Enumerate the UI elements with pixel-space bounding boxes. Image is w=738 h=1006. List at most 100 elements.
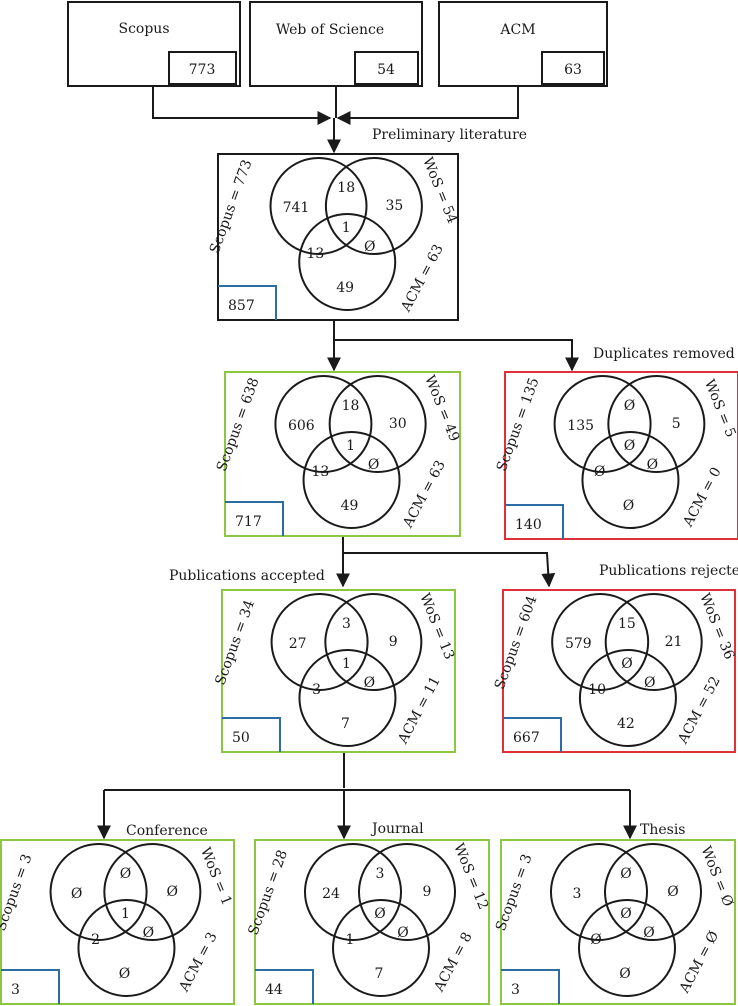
venn-circle-acm	[77, 899, 176, 997]
venn-value-w: 9	[389, 634, 398, 650]
venn-circle-acm	[298, 649, 397, 747]
venn-total-box	[503, 717, 562, 752]
caption-thesis: Thesis	[640, 822, 686, 838]
venn-value-swa: Ø	[374, 906, 385, 922]
caption-conference: Conference	[126, 823, 208, 839]
venn-circle-wos	[358, 843, 456, 941]
venn-circle-scopus	[269, 157, 368, 255]
venn-value-wa: Ø	[143, 925, 154, 941]
venn-value-a: Ø	[119, 966, 130, 982]
venn-value-sa: 1	[346, 932, 355, 948]
venn-value-sa: 13	[311, 464, 329, 480]
venn-total-box	[225, 501, 284, 536]
venn-value-s: 3	[573, 886, 582, 902]
venn-circle-acm	[578, 649, 677, 747]
venn-circle-acm	[581, 431, 680, 529]
venn-value-s: Ø	[71, 886, 82, 902]
venn-value-sa: 3	[312, 682, 321, 698]
venn-total-box	[222, 717, 281, 752]
venn-frame	[502, 589, 736, 753]
venn-value-wa: Ø	[397, 925, 408, 941]
venn-value-a: 7	[341, 716, 350, 732]
caption-publications-rejected: Publications rejected	[599, 563, 738, 579]
venn-value-s: 27	[289, 636, 307, 652]
venn-circle-wos	[324, 593, 423, 691]
venn-circle-scopus	[553, 375, 652, 473]
venn-value-wa: Ø	[643, 925, 654, 941]
venn-total-value: 44	[265, 982, 283, 998]
venn-frame	[0, 839, 235, 1005]
caption-preliminary-literature: Preliminary literature	[372, 127, 527, 143]
venn-value-swa: 1	[342, 656, 351, 672]
source-connectors	[152, 86, 519, 154]
venn-circle-wos	[324, 157, 423, 255]
venn-circle-wos	[604, 843, 702, 941]
venn-total-value: 3	[11, 982, 20, 998]
venn-value-sa: 13	[307, 246, 325, 262]
venn-value-swa: 1	[342, 220, 351, 236]
venn-value-a: 49	[341, 498, 359, 514]
venn-value-w: Ø	[667, 884, 678, 900]
venn-value-a: 7	[375, 966, 384, 982]
caption-publications-accepted: Publications accepted	[169, 568, 325, 584]
venn-value-a: Ø	[619, 966, 630, 982]
venn-value-wa: Ø	[368, 457, 379, 473]
venn-value-a: 42	[617, 716, 635, 732]
venn-value-sw: Ø	[620, 866, 631, 882]
venn-total-box	[255, 969, 314, 1004]
venn-value-w: Ø	[167, 884, 178, 900]
venn-value-sw: 15	[618, 616, 636, 632]
venn-value-wa: Ø	[644, 675, 655, 691]
venn-value-wa: Ø	[647, 457, 658, 473]
venn-total-box	[1, 969, 60, 1004]
venn-value-w: 35	[385, 198, 403, 214]
source-label-web-of-science: Web of Science	[276, 22, 384, 38]
venn-value-sw: 18	[337, 180, 355, 196]
venn-total-box	[218, 285, 277, 320]
venn-value-swa: Ø	[621, 656, 632, 672]
venn-value-s: 135	[567, 418, 594, 434]
source-count-web-of-science: 54	[377, 62, 395, 78]
venn-total-box	[501, 969, 560, 1004]
source-label-scopus: Scopus	[118, 21, 169, 37]
venn-value-swa: 1	[346, 438, 355, 454]
source-box-acm: ACM 63	[438, 1, 608, 87]
venn-value-sw: Ø	[120, 866, 131, 882]
source-count-acm: 63	[564, 62, 582, 78]
venn-value-w: 5	[672, 416, 681, 432]
venn-circle-acm	[332, 899, 430, 997]
venn-value-sw: 18	[342, 398, 360, 414]
venn-circle-scopus	[274, 375, 373, 473]
venn-circle-scopus	[304, 843, 402, 941]
venn-value-sw: 3	[376, 866, 385, 882]
venn-value-s: 741	[283, 200, 310, 216]
venn-value-a: 49	[336, 280, 354, 296]
venn-value-s: 606	[288, 418, 315, 434]
caption-duplicates-removed: Duplicates removed	[593, 346, 735, 362]
venn-total-box	[505, 504, 564, 539]
venn-value-wa: Ø	[364, 675, 375, 691]
venn-value-w: 9	[423, 884, 432, 900]
venn-value-s: 24	[322, 886, 340, 902]
venn-frame	[224, 371, 461, 537]
venn-circle-wos	[103, 843, 202, 941]
venn-value-sa: Ø	[594, 464, 605, 480]
source-label-acm: ACM	[499, 22, 535, 38]
venn-circle-acm	[302, 431, 401, 529]
venn-frame	[504, 371, 738, 540]
stage-connectors	[97, 320, 637, 840]
venn-value-swa: Ø	[624, 438, 635, 454]
venn-value-sa: 10	[588, 682, 606, 698]
venn-circle-scopus	[49, 843, 148, 941]
venn-total-value: 3	[511, 982, 520, 998]
venn-value-sa: Ø	[590, 932, 601, 948]
